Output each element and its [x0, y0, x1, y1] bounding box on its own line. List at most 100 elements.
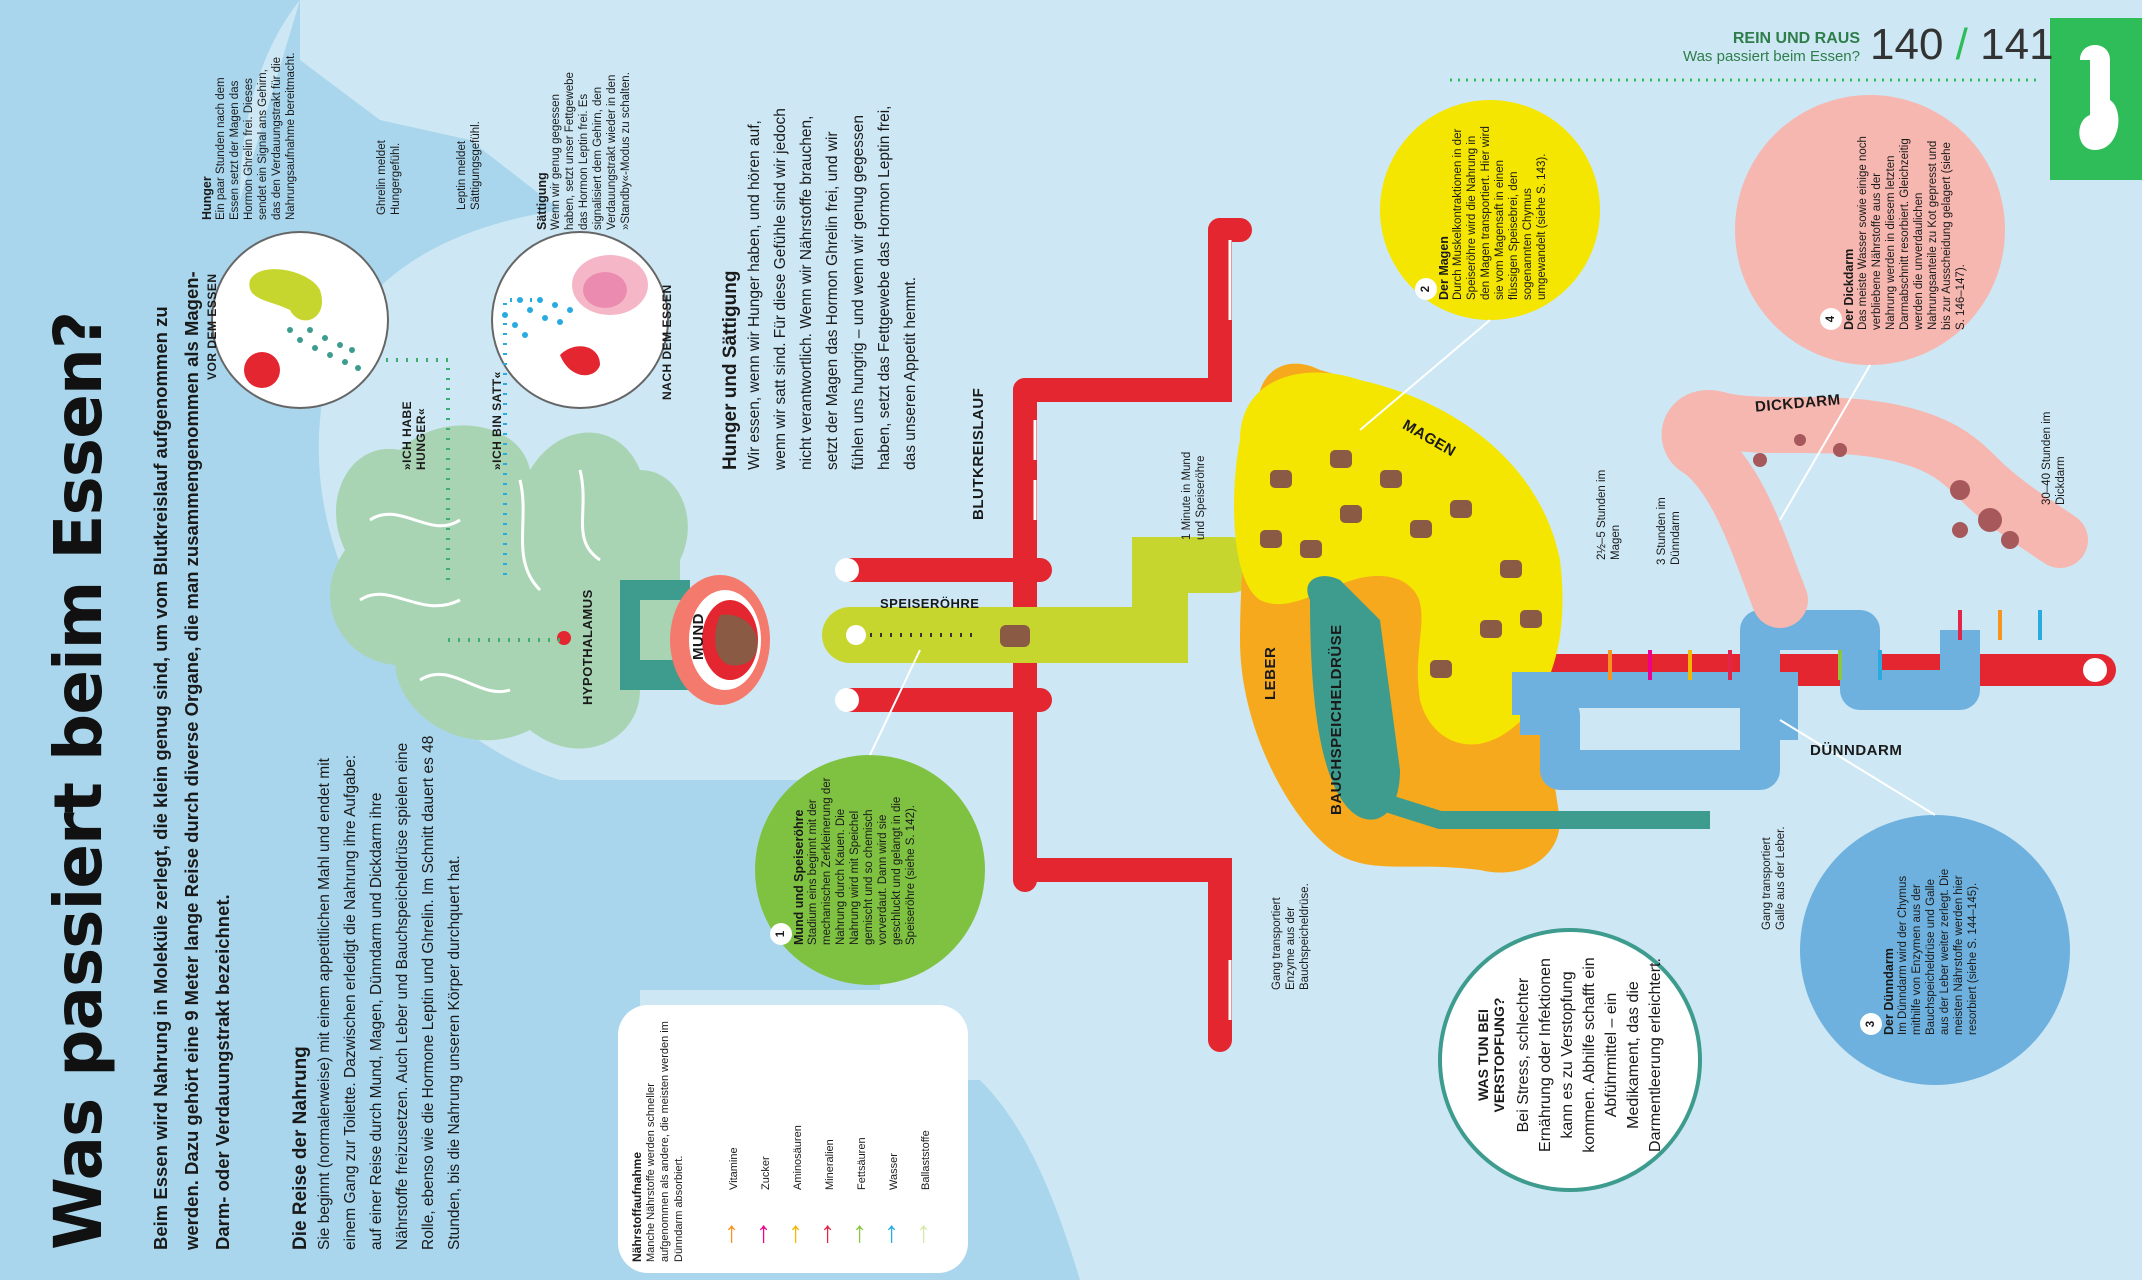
full-label: »ICH BIN SATT«	[490, 371, 504, 470]
legend-arrow-icon: ↑	[788, 1216, 803, 1249]
step-3-num: 3	[1860, 1013, 1882, 1035]
step-4-circle	[1735, 95, 2005, 365]
page-number-right: 141	[1980, 20, 2054, 69]
small-intestine	[1520, 610, 1980, 790]
legend-box	[618, 1005, 968, 1273]
step-1-heading: Mund und Speiseröhre	[792, 809, 806, 945]
legend-label: Aminosäuren	[792, 1125, 804, 1190]
nutrient-legend: Nährstoffaufnahme Manche Nährstoffe werd…	[630, 1017, 686, 1262]
intro-text: Beim Essen wird Nahrung in Moleküle zerl…	[150, 271, 233, 1250]
before-eating-label: VOR DEM ESSEN	[205, 273, 219, 380]
legend-items: Vitamine↑Zucker↑Aminosäuren↑Mineralien↑F…	[720, 1040, 950, 1260]
legend-heading: Nährstoffaufnahme	[630, 1151, 644, 1262]
time-large: 30–40 Stunden im Dickdarm	[2041, 411, 2067, 505]
step-3-body: Im Dünndarm wird der Chymus mithilfe von…	[1897, 868, 1979, 1035]
before-eating-circle	[211, 231, 389, 409]
legend-text: Manche Nährstoffe werden schneller aufge…	[645, 1021, 685, 1262]
mouth-graphic	[670, 575, 770, 705]
legend-item: Aminosäuren ↑	[784, 1040, 814, 1250]
step-4-text: 4 Der Dickdarm Das meiste Wasser sowie e…	[1820, 130, 1968, 330]
step-1-num: 1	[770, 923, 792, 945]
running-header: REIN UND RAUS Was passiert beim Essen?	[1660, 30, 1860, 65]
hunger-box: Hunger Ein paar Stunden nach dem Essen s…	[200, 50, 298, 221]
hunger-note: Ghrelin meldet Hungergefühl.	[376, 140, 402, 215]
legend-item: Fettsäuren ↑	[848, 1040, 878, 1250]
hunger-heading: Hunger	[200, 176, 214, 220]
step-1-text: 1 Mund und Speiseröhre Stadium eins begi…	[770, 775, 918, 945]
step-1-circle	[755, 755, 985, 985]
liver-label: LEBER	[1262, 646, 1279, 700]
large-intestine	[1661, 390, 2088, 628]
section-subtitle: Was passiert beim Essen?	[1682, 48, 1860, 65]
journey-text: Sie beginnt (normalerweise) mit einem ap…	[316, 735, 463, 1250]
legend-label: Wasser	[888, 1153, 900, 1190]
page-title: Was passiert beim Essen?	[40, 311, 117, 1250]
hungry-label: »ICH HABE HUNGER«	[400, 400, 428, 470]
satiety-note: Leptin meldet Sättigungsgefühl.	[456, 121, 482, 210]
constipation-text: Bei Stress, schlechter Ernährung oder In…	[1515, 957, 1664, 1153]
hunger-text: Ein paar Stunden nach dem Essen setzt de…	[215, 52, 297, 221]
step-4-body: Das meiste Wasser sowie einige noch verb…	[1857, 136, 1967, 330]
journey-heading: Die Reise der Nahrung	[290, 1046, 311, 1250]
page-number-sep: /	[1955, 20, 1968, 69]
legend-arrow-icon: ↑	[916, 1216, 931, 1249]
hypothalamus-dot	[557, 631, 571, 645]
step-3-heading: Der Dünndarm	[1882, 948, 1896, 1035]
time-stomach: 2½–5 Stunden im Magen	[1596, 469, 1622, 560]
legend-arrow-icon: ↑	[724, 1216, 739, 1249]
legend-label: Ballaststoffe	[920, 1130, 932, 1190]
legend-label: Fettsäuren	[856, 1137, 868, 1190]
step-2-text: 2 Der Magen Durch Muskelkontraktionen in…	[1415, 120, 1549, 300]
legend-arrow-icon: ↑	[820, 1216, 835, 1249]
hunger-satiety-text: Wir essen, wenn wir Hunger haben, und hö…	[746, 105, 919, 470]
time-small: 3 Stunden im Dünndarm	[1656, 497, 1682, 565]
time-mouth: 1 Minute in Mund und Speiseröhre	[1181, 451, 1207, 540]
constipation-box: WAS TUN BEI VERSTOPFUNG? Bei Stress, sch…	[1475, 950, 1667, 1160]
satiety-text: Wenn wir genug gegessen haben, setzt uns…	[550, 72, 632, 230]
blood-label: BLUTKREISLAUF	[970, 387, 987, 520]
section-label: REIN UND RAUS	[1732, 30, 1860, 47]
step-1-body: Stadium eins beginnt mit der mechanische…	[807, 777, 917, 945]
after-eating-label: NACH DEM ESSEN	[660, 284, 674, 400]
legend-item: Wasser ↑	[880, 1040, 910, 1250]
step-4-heading: Der Dickdarm	[1842, 248, 1856, 330]
satiety-box: Sättigung Wenn wir genug gegessen haben,…	[535, 60, 633, 230]
legend-item: Vitamine ↑	[720, 1040, 750, 1250]
hunger-satiety-heading: Hunger und Sättigung	[720, 270, 741, 470]
constipation-circle	[1438, 928, 1702, 1192]
step-2-circle	[1380, 100, 1600, 320]
duct-bile: Gang transportiert Galle aus der Leber.	[1761, 826, 1787, 930]
legend-arrow-icon: ↑	[756, 1216, 771, 1249]
hunger-satiety-section: Hunger und Sättigung Wir essen, wenn wir…	[720, 90, 924, 470]
legend-label: Zucker	[760, 1156, 772, 1190]
brain	[329, 425, 688, 749]
small-intestine-label: DÜNNDARM	[1810, 742, 1903, 759]
pancreas	[1307, 576, 1400, 820]
step-2-num: 2	[1415, 278, 1437, 300]
page-number-left: 140	[1870, 20, 1944, 69]
step-2-body: Durch Muskelkontraktionen in der Speiser…	[1452, 126, 1548, 300]
step-4-num: 4	[1820, 308, 1842, 330]
after-eating-circle	[491, 231, 669, 409]
step-2-heading: Der Magen	[1437, 236, 1451, 300]
step-3-text: 3 Der Dünndarm Im Dünndarm wird der Chym…	[1860, 865, 1980, 1035]
satiety-heading: Sättigung	[535, 172, 549, 230]
legend-label: Mineralien	[824, 1139, 836, 1190]
esophagus-label: SPEISERÖHRE	[880, 596, 980, 611]
body-silhouette	[240, 0, 2142, 1280]
stomach	[1234, 372, 1563, 745]
legend-arrow-icon: ↑	[884, 1216, 899, 1249]
legend-arrow-icon: ↑	[852, 1216, 867, 1249]
mouth-label: MUND	[690, 613, 707, 660]
pancreas-label: BAUCHSPEICHELDRÜSE	[1328, 624, 1345, 815]
legend-item: Zucker ↑	[752, 1040, 782, 1250]
page-numbers: 140 / 141	[1870, 20, 2054, 70]
duct-pancreas: Gang transportiert Enzyme aus der Bauchs…	[1271, 883, 1311, 990]
digestive-tract-icon	[2079, 45, 2119, 150]
constipation-heading: WAS TUN BEI VERSTOPFUNG?	[1475, 997, 1507, 1113]
journey-section: Die Reise der Nahrung Sie beginnt (norma…	[290, 730, 468, 1250]
legend-label: Vitamine	[728, 1147, 740, 1190]
legend-item: Ballaststoffe ↑	[912, 1040, 942, 1250]
